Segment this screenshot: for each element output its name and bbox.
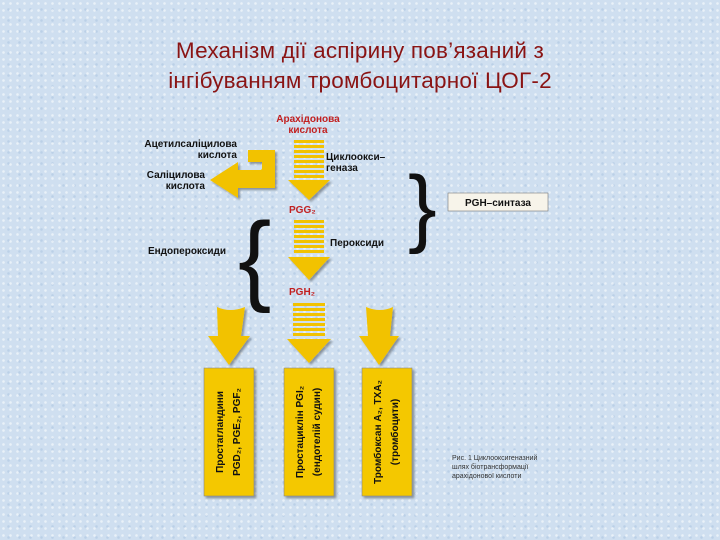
prostacyclin-box: Простациклін PGI₂ (ендотелій судин) [283,367,335,497]
svg-text:PGD₂, PGE₂, PGF₂: PGD₂, PGE₂, PGF₂ [232,388,243,476]
left-brace: { [238,202,271,314]
svg-text:Простагландини: Простагландини [215,391,226,473]
figure-caption-line-2: шлях біотрансформації [452,463,528,471]
figure-caption-line-3: арахідонової кислоти [452,472,521,480]
svg-text:Простациклін PGI₂: Простациклін PGI₂ [295,386,306,478]
svg-text:PGH–синтаза: PGH–синтаза [465,198,531,209]
pgg2-label: PGG₂ [289,205,316,216]
prostaglandins-box: Простагландини PGD₂, PGE₂, PGF₂ [203,367,255,497]
right-brace: } [408,159,437,255]
figure-caption-line-1: Рис. 1 Циклооксигеназний [452,454,537,462]
peroxidase-arrow [288,220,330,280]
prostacyclin-arrow [287,303,331,363]
thromboxane-arrow [359,307,399,365]
salicylic-acid-label: Саліцилова [147,170,206,181]
acetylsalicylic-acid-label-2: кислота [198,150,238,161]
thromboxane-box: Тромбоксан A₂, TXA₂ (тромбоцити) [361,367,413,497]
salicylic-acid-label-2: кислота [166,181,206,192]
cyclooxygenase-label: Циклоокси– [326,152,386,163]
acetylsalicylic-acid-label: Ацетилсаліцилова [144,139,237,150]
arachidonic-arrow [288,140,330,200]
slide-title: Механізм дії аспірину пов’язаний з інгіб… [0,36,720,96]
slide-title-line-2: інгібуванням тромбоцитарної ЦОГ-2 [168,68,552,93]
peroxidase-label: Пероксиди [330,238,384,249]
aspirin-acetylation-arrow [210,150,275,198]
svg-text:Тромбоксан A₂, TXA₂: Тромбоксан A₂, TXA₂ [372,380,384,484]
svg-text:(тромбоцити): (тромбоцити) [389,399,401,466]
arachidonic-acid-label-2: кислота [288,125,328,136]
prostaglandins-arrow [208,307,250,365]
slide-title-line-1: Механізм дії аспірину пов’язаний з [175,38,545,63]
cyclooxygenase-label-2: геназа [326,163,358,174]
endoperoxides-label: Ендопероксиди [148,246,226,257]
pgh-synthase-box: PGH–синтаза [447,192,549,212]
pgh2-label: PGH₂ [289,287,315,298]
svg-text:(ендотелій судин): (ендотелій судин) [312,388,323,476]
arachidonic-acid-label: Арахідонова [276,114,340,125]
